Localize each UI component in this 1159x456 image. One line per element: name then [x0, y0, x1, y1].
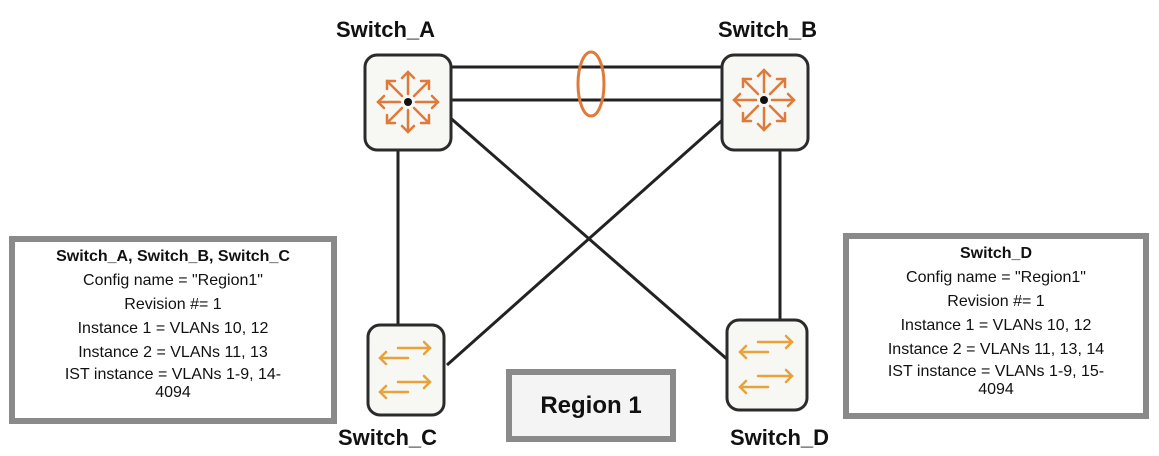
config-name-line: Config name = "Region1" [83, 272, 263, 289]
config-heading: Switch_D [959, 245, 1032, 262]
instance-1-line: Instance 1 = VLANs 10, 12 [900, 317, 1092, 334]
links [396, 65, 782, 367]
config-name-line: Config name = "Region1" [906, 269, 1086, 286]
region-label: Region 1 [512, 375, 670, 436]
link-aggregation-ellipse [576, 50, 606, 118]
router-switch-icon [376, 70, 440, 134]
link-b-c [446, 113, 729, 367]
revision-line: Revision #= 1 [124, 296, 222, 313]
router-switch-icon [732, 68, 796, 132]
revision-line: Revision #= 1 [947, 293, 1045, 310]
config-heading: Switch_A, Switch_B, Switch_C [56, 248, 290, 265]
switch-c-label: Switch_C [338, 425, 438, 450]
ist-instance-line-cont: 4094 [155, 384, 191, 401]
ist-instance-line: IST instance = VLANs 1-9, 14- [64, 366, 282, 383]
config-box-right: Switch_D Config name = "Region1" Revisio… [843, 233, 1149, 419]
instance-1-line: Instance 1 = VLANs 10, 12 [77, 320, 269, 337]
instance-2-line: Instance 2 = VLANs 11, 13 [78, 344, 268, 361]
switch-b-label: Switch_B [718, 17, 818, 42]
switch-d-device[interactable] [725, 318, 809, 412]
switch-a-device[interactable] [363, 53, 453, 152]
ist-instance-line-cont: 4094 [978, 381, 1014, 398]
layer2-switch-icon [378, 340, 432, 400]
link-a-d [446, 113, 729, 362]
instance-2-line: Instance 2 = VLANs 11, 13, 14 [887, 341, 1105, 358]
switch-d-label: Switch_D [730, 425, 830, 450]
layer2-switch-icon [738, 334, 794, 395]
config-box-left: Switch_A, Switch_B, Switch_C Config name… [9, 236, 337, 424]
region-label-box: Region 1 [506, 369, 676, 442]
switch-c-device[interactable] [366, 323, 446, 417]
ist-instance-line: IST instance = VLANs 1-9, 15- [887, 363, 1105, 380]
switch-b-device[interactable] [720, 53, 810, 152]
switch-a-label: Switch_A [336, 17, 436, 42]
